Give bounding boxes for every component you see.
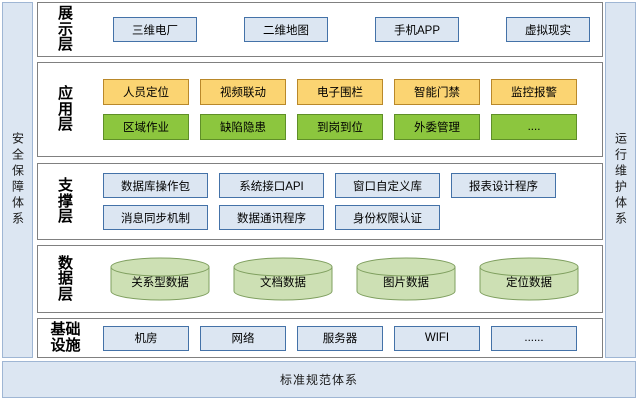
layer-label-char: 示 [57,20,73,38]
left-rail-security-system: 安全保障体系 [2,2,33,358]
node-box[interactable]: ...... [491,325,577,351]
layer-data-label: 数 据 层 [38,246,93,312]
node-box[interactable]: 身份权限认证 [335,205,440,230]
node-box[interactable]: 区域作业 [103,114,189,140]
node-box[interactable]: 外委管理 [394,114,480,140]
layer-presentation-body: 三维电厂 二维地图 手机APP 虚拟现实 [93,3,602,56]
cylinder-label: 文档数据 [260,276,306,289]
node-box[interactable]: 二维地图 [244,17,328,42]
node-box[interactable]: 数据通讯程序 [219,205,324,230]
node-box[interactable]: 电子围栏 [297,79,383,105]
node-row: 关系型数据 文档数据 图片数据 [93,257,596,301]
database-cylinder[interactable]: 定位数据 [479,257,579,301]
right-rail-maintenance-system: 运行维护体系 [605,2,636,358]
layer-application-label: 应 用 层 [38,63,93,156]
node-box[interactable]: 人员定位 [103,79,189,105]
node-box[interactable]: .... [491,114,577,140]
node-box[interactable]: 服务器 [297,325,383,351]
layer-infrastructure-body: 机房 网络 服务器 WIFI ...... [93,319,602,357]
layer-application-body: 人员定位 视频联动 电子围栏 智能门禁 监控报警 区域作业 缺陷隐患 到岗到位 … [93,63,602,156]
node-box[interactable]: 视频联动 [200,79,286,105]
layer-label-char: 应 [57,85,73,103]
node-box[interactable]: 监控报警 [491,79,577,105]
bottom-banner-standards-system: 标准规范体系 [2,361,636,398]
layer-infrastructure-label: 基础 设施 [38,319,93,357]
layer-presentation: 展 示 层 三维电厂 二维地图 手机APP 虚拟现实 [37,2,603,57]
layer-label-char: 层 [57,36,73,54]
layer-label-line: 基础 [50,321,81,339]
layer-label-char: 撑 [57,192,73,210]
layer-presentation-label: 展 示 层 [38,3,93,56]
database-cylinder[interactable]: 关系型数据 [110,257,210,301]
cylinder-label: 关系型数据 [131,276,189,289]
layer-label-char: 展 [57,5,73,23]
layer-support-body: 数据库操作包 系统接口API 窗口自定义库 报表设计程序 消息同步机制 数据通讯… [93,164,602,239]
layer-infrastructure: 基础 设施 机房 网络 服务器 WIFI ...... [37,318,603,358]
node-row: 机房 网络 服务器 WIFI ...... [93,325,596,351]
node-box[interactable]: 智能门禁 [394,79,480,105]
node-box[interactable]: 网络 [200,325,286,351]
layer-label-char: 层 [57,285,73,303]
layer-label-char: 层 [57,208,73,226]
cylinder-icon [110,257,210,301]
cylinder-icon [233,257,333,301]
layer-label-char: 层 [57,116,73,134]
node-row: 三维电厂 二维地图 手机APP 虚拟现实 [93,17,596,42]
right-rail-label: 运行维护体系 [613,132,628,228]
layer-label-char: 支 [57,177,73,195]
node-box[interactable]: 报表设计程序 [451,173,556,198]
node-box[interactable]: WIFI [394,325,480,351]
layer-support: 支 撑 层 数据库操作包 系统接口API 窗口自定义库 报表设计程序 消息同步机… [37,163,603,240]
bottom-banner-label: 标准规范体系 [279,373,358,387]
node-box[interactable]: 虚拟现实 [506,17,590,42]
cylinder-label: 图片数据 [383,276,429,289]
cylinder-icon [356,257,456,301]
node-box[interactable]: 手机APP [375,17,459,42]
node-box[interactable]: 窗口自定义库 [335,173,440,198]
node-row: 消息同步机制 数据通讯程序 身份权限认证 [93,205,596,230]
layer-data-body: 关系型数据 文档数据 图片数据 [93,246,602,312]
layer-label-char: 用 [57,100,73,118]
node-box[interactable]: 数据库操作包 [103,173,208,198]
database-cylinder[interactable]: 文档数据 [233,257,333,301]
layer-label-char: 据 [57,270,73,288]
layer-support-label: 支 撑 层 [38,164,93,239]
node-row: 数据库操作包 系统接口API 窗口自定义库 报表设计程序 [93,173,596,198]
node-box[interactable]: 缺陷隐患 [200,114,286,140]
node-box[interactable]: 系统接口API [219,173,324,198]
layer-label-line: 设施 [50,337,81,354]
node-box[interactable]: 到岗到位 [297,114,383,140]
node-box[interactable]: 三维电厂 [113,17,197,42]
node-box[interactable]: 机房 [103,325,189,351]
node-row: 人员定位 视频联动 电子围栏 智能门禁 监控报警 [93,79,596,105]
layer-data: 数 据 层 关系型数据 文档数据 [37,245,603,313]
left-rail-label: 安全保障体系 [10,132,25,228]
database-cylinder[interactable]: 图片数据 [356,257,456,301]
node-row: 区域作业 缺陷隐患 到岗到位 外委管理 .... [93,114,596,140]
node-box[interactable]: 消息同步机制 [103,205,208,230]
layer-label-char: 数 [57,254,73,272]
cylinder-label: 定位数据 [506,276,552,289]
layer-application: 应 用 层 人员定位 视频联动 电子围栏 智能门禁 监控报警 区域作业 缺陷隐患… [37,62,603,157]
cylinder-icon [479,257,579,301]
